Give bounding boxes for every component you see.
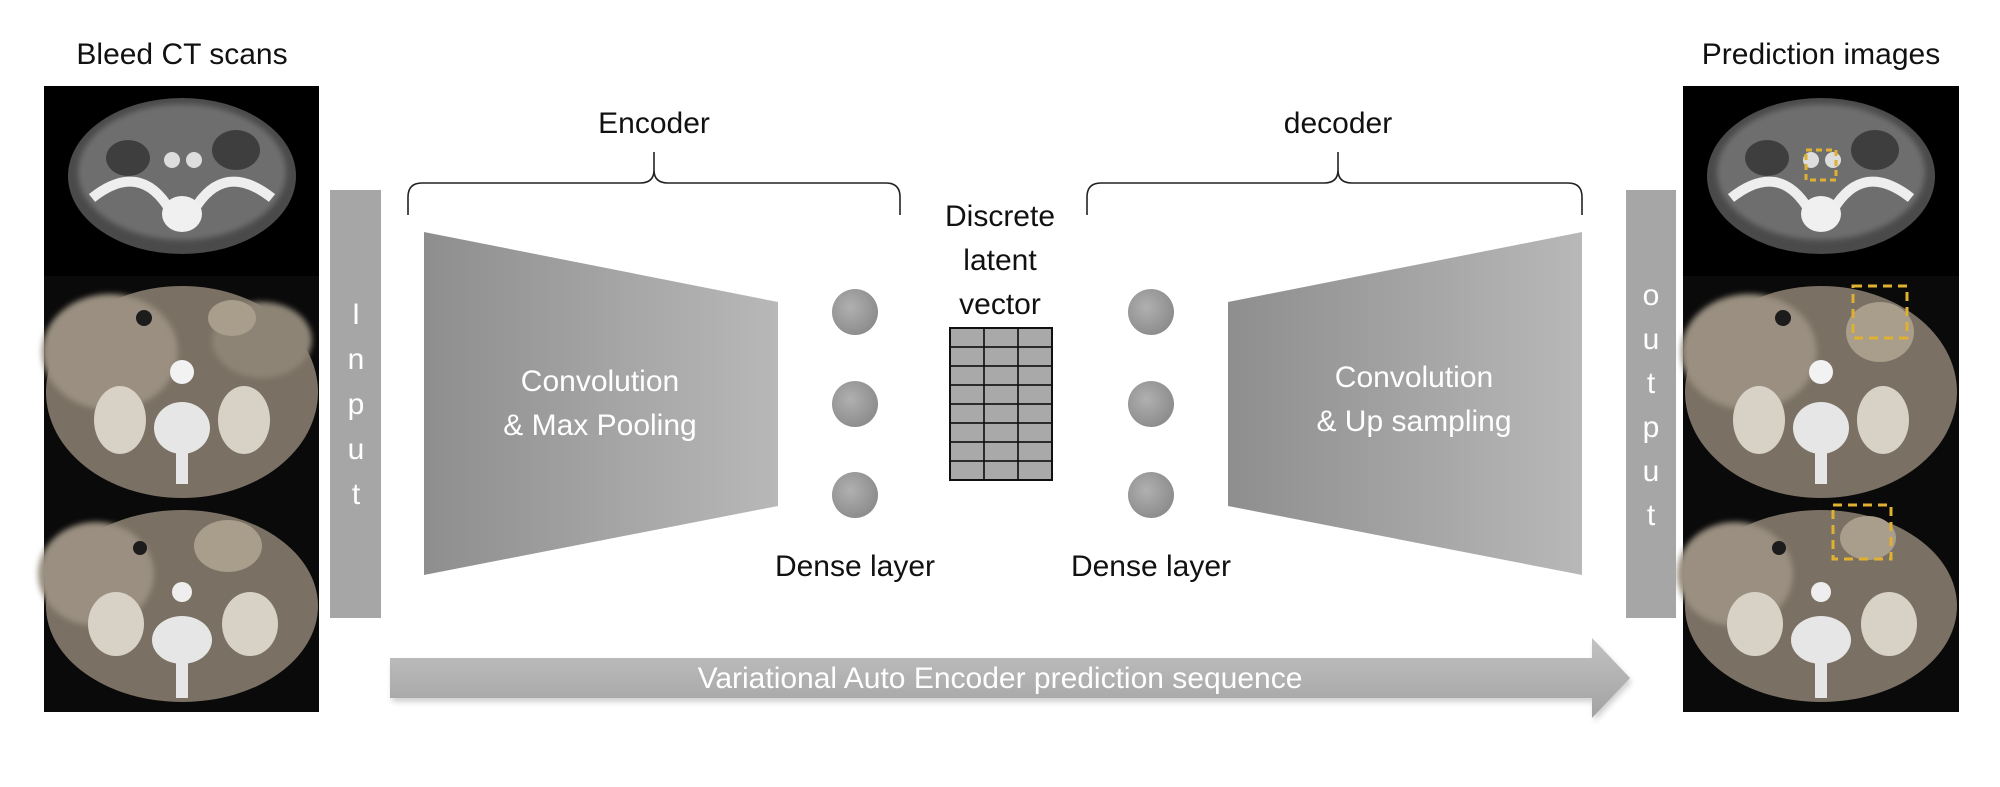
output-letter: t [1647, 499, 1656, 532]
highlight-box-3 [1831, 503, 1893, 561]
output-letter: u [1643, 455, 1660, 488]
latent-vector: Discrete latent vector [945, 200, 1055, 481]
input-letter: n [348, 343, 365, 376]
decoder-dense-node [1128, 289, 1174, 335]
encoder-label: Encoder [598, 107, 710, 140]
decoder-block-line2: & Up sampling [1316, 405, 1511, 438]
latent-label-line2: latent [963, 244, 1037, 277]
encoder-dense-label: Dense layer [775, 550, 935, 583]
decoder-bracket [1086, 152, 1583, 215]
decoder-dense-node [1128, 472, 1174, 518]
highlight-box-2 [1851, 284, 1909, 340]
encoder-section: Encoder Convolution & Max Pooling Dense … [407, 107, 935, 583]
decoder-section: decoder Dense layer Convolution & Up sam… [1071, 107, 1583, 583]
encoder-block [424, 232, 778, 575]
latent-grid [949, 327, 1053, 481]
right-prediction-images [1677, 86, 1959, 712]
decoder-label: decoder [1284, 107, 1392, 140]
decoder-dense-node [1128, 381, 1174, 427]
left-ct-scans [38, 86, 319, 712]
encoder-block-line1: Convolution [521, 365, 679, 398]
latent-label-line3: vector [959, 288, 1041, 321]
output-letter: t [1647, 367, 1656, 400]
highlight-box-1 [1804, 148, 1838, 182]
left-panel-title: Bleed CT scans [76, 38, 287, 71]
right-panel-title: Prediction images [1702, 38, 1940, 71]
output-letter: p [1643, 411, 1660, 444]
output-letter: u [1643, 323, 1660, 356]
output-letter: o [1643, 279, 1660, 312]
encoder-bracket [407, 152, 901, 215]
prediction-image-1 [1707, 98, 1935, 254]
encoder-block-line2: & Max Pooling [503, 409, 696, 442]
decoder-dense-label: Dense layer [1071, 550, 1231, 583]
encoder-dense-node [832, 289, 878, 335]
prediction-image-3 [1677, 503, 1959, 712]
latent-grid-cell [1017, 460, 1053, 481]
input-letter: t [352, 478, 361, 511]
input-letter: u [348, 433, 365, 466]
decoder-block-line1: Convolution [1335, 361, 1493, 394]
encoder-dense-node [832, 381, 878, 427]
input-letter: I [352, 298, 360, 331]
latent-label-line1: Discrete [945, 200, 1055, 233]
prediction-image-2 [1681, 276, 1959, 508]
sequence-arrow-label: Variational Auto Encoder prediction sequ… [698, 662, 1303, 695]
decoder-block [1228, 232, 1582, 575]
ct-scan-3 [38, 508, 319, 712]
sequence-arrow: Variational Auto Encoder prediction sequ… [390, 638, 1632, 722]
ct-scan-1 [68, 98, 296, 254]
ct-scan-2 [42, 276, 319, 508]
encoder-dense-node [832, 472, 878, 518]
input-letter: p [348, 388, 365, 421]
